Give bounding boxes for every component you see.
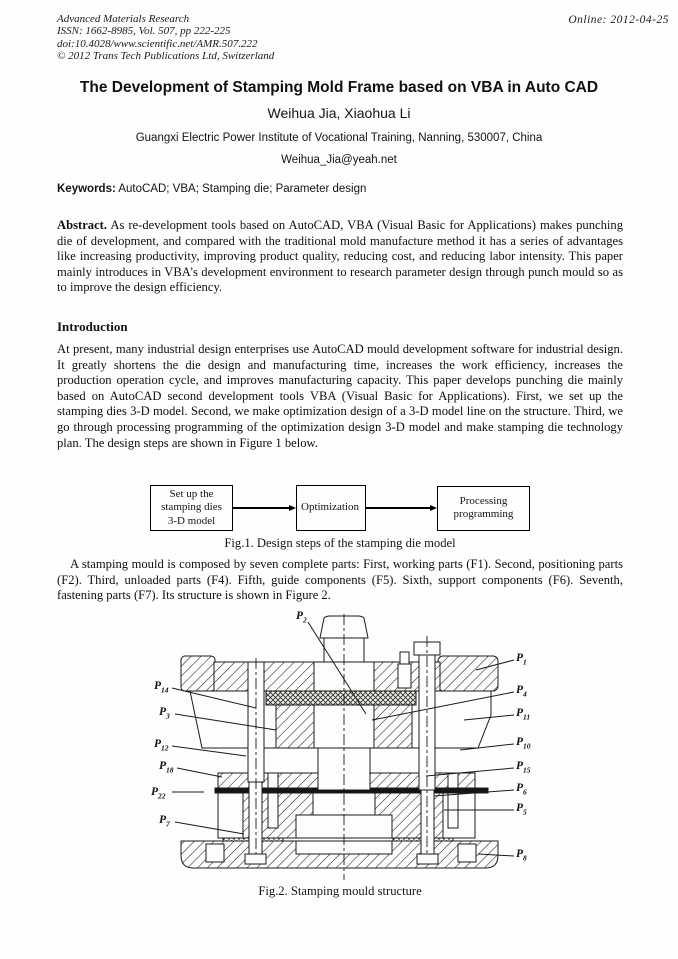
part-label-P6: P6 xyxy=(516,782,527,797)
flowchart-box1-line1: Set up the xyxy=(169,488,214,501)
part-label-P7: P7 xyxy=(159,814,170,829)
part-label-P14: P14 xyxy=(154,680,169,695)
part-label-P8: P8 xyxy=(516,848,527,863)
flowchart-box-optimization: Optimization xyxy=(296,485,366,531)
flowchart-box-processing: Processing programming xyxy=(437,485,530,531)
abstract-label: Abstract. xyxy=(57,218,108,232)
introduction-paragraph-1: At present, many industrial design enter… xyxy=(57,342,623,450)
flowchart-box2-label: Optimization xyxy=(301,501,360,514)
flowchart-box3-line2: programming xyxy=(453,508,514,520)
part-label-P4: P4 xyxy=(516,684,527,699)
arrow-head-icon xyxy=(289,505,296,511)
part-label-P10: P10 xyxy=(516,736,531,751)
flowchart-box1-line3: 3-D model xyxy=(167,514,216,527)
flowchart-arrow-2 xyxy=(366,505,437,511)
figure2-drawing xyxy=(171,614,515,880)
doi-line: doi:10.4028/www.scientific.net/AMR.507.2… xyxy=(57,37,258,50)
part-label-P18: P18 xyxy=(159,760,174,775)
abstract: Abstract. As re-development tools based … xyxy=(57,218,623,296)
figure1-flowchart: Set up the stamping dies 3-D model Optim… xyxy=(150,485,530,531)
flowchart-box-setup-model: Set up the stamping dies 3-D model xyxy=(150,485,233,531)
flowchart-box3-line1: Processing xyxy=(459,494,508,507)
online-date: Online: 2012-04-25 xyxy=(568,14,669,26)
section-heading-introduction: Introduction xyxy=(57,319,128,334)
affiliation: Guangxi Electric Power Institute of Voca… xyxy=(135,132,543,144)
issn-line: ISSN: 1662-8985, Vol. 507, pp 222-225 xyxy=(57,25,231,38)
part-label-P5: P5 xyxy=(516,802,527,817)
part-label-P1: P1 xyxy=(516,652,527,667)
keywords-text: AutoCAD; VBA; Stamping die; Parameter de… xyxy=(118,183,367,195)
arrow-line xyxy=(233,507,289,509)
abstract-text: As re-development tools based on AutoCAD… xyxy=(57,218,623,295)
part-label-P3: P3 xyxy=(159,706,170,721)
journal-name: Advanced Materials Research xyxy=(57,13,190,25)
flowchart-box1-line2: stamping dies xyxy=(161,501,222,514)
part-label-P11: P11 xyxy=(516,707,531,722)
figure2-caption: Fig.2. Stamping mould structure xyxy=(258,884,422,898)
part-label-P2: P2 xyxy=(296,610,307,625)
arrow-line xyxy=(366,507,430,509)
email: Weihua_Jia@yeah.net xyxy=(281,154,397,166)
copyright-line: © 2012 Trans Tech Publications Ltd, Swit… xyxy=(57,50,275,63)
part-label-P15: P15 xyxy=(516,760,531,775)
figure1-caption: Fig.1. Design steps of the stamping die … xyxy=(224,536,456,550)
part-label-P22: P22 xyxy=(151,786,166,801)
keywords-label: Keywords: xyxy=(57,183,116,195)
paper-title: The Development of Stamping Mold Frame b… xyxy=(79,79,599,96)
part-label-P12: P12 xyxy=(154,738,169,753)
keywords-line: Keywords: AutoCAD; VBA; Stamping die; Pa… xyxy=(57,183,622,195)
arrow-head-icon xyxy=(430,505,437,511)
flowchart-arrow-1 xyxy=(233,505,296,511)
authors: Weihua Jia, Xiaohua Li xyxy=(267,105,411,121)
introduction-paragraph-2: A stamping mould is composed by seven co… xyxy=(57,557,623,603)
journal-header: Advanced Materials Research ISSN: 1662-8… xyxy=(57,13,477,63)
